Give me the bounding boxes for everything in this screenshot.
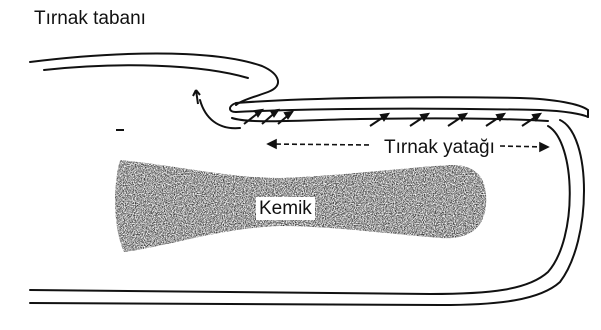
dorsal-skin-inner xyxy=(44,65,248,78)
dorsal-skin-outline xyxy=(30,54,278,106)
nail-base-label: Tırnak tabanı xyxy=(34,8,146,30)
nail-root xyxy=(230,103,236,112)
nail-bed-label: Tırnak yatağı xyxy=(382,137,497,159)
bone-label: Kemik xyxy=(256,197,315,220)
fold-marks xyxy=(116,90,200,130)
